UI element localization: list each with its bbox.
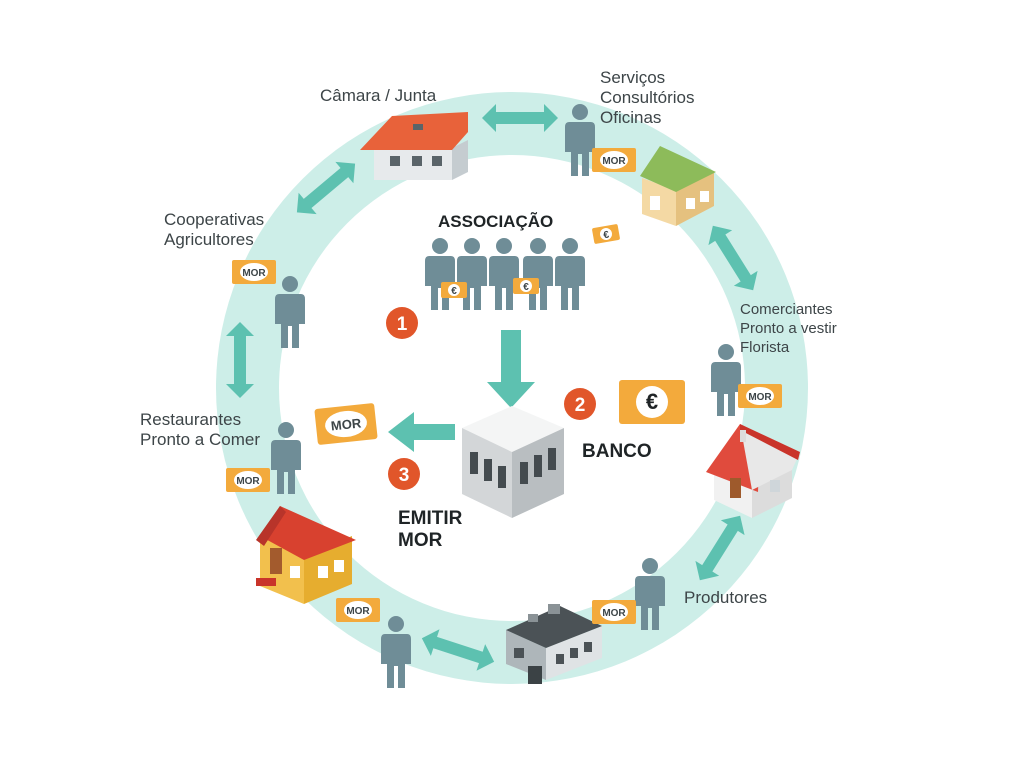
euro-note-2: € bbox=[451, 286, 457, 297]
mor-note-restaurantes-bottom: MOR bbox=[346, 606, 370, 617]
camara-house-icon bbox=[360, 112, 468, 180]
cooperativas-label-line1: Cooperativas bbox=[164, 210, 264, 230]
cooperativas-label-line2: Agricultores bbox=[164, 230, 264, 250]
euro-note-bank: € bbox=[646, 389, 658, 414]
mor-note-servicos: MOR bbox=[602, 156, 626, 167]
servicos-label-line3: Oficinas bbox=[600, 108, 695, 128]
bank-label: BANCO bbox=[582, 442, 652, 462]
step-1-number: 1 bbox=[397, 314, 408, 335]
mor-note-restaurantes: MOR bbox=[236, 476, 260, 487]
comerciantes-label-line2: Pronto a vestir bbox=[740, 319, 837, 338]
issue-mor-line1: EMITIR bbox=[398, 508, 462, 530]
camara-label-line1: Câmara / Junta bbox=[320, 86, 436, 106]
mor-note-comerciantes: MOR bbox=[748, 392, 772, 403]
servicos-label-line1: Serviços bbox=[600, 68, 695, 88]
servicos-label: Serviços Consultórios Oficinas bbox=[600, 68, 695, 128]
step-1-badge: 1 bbox=[386, 307, 418, 339]
step-3-number: 3 bbox=[399, 465, 410, 486]
mor-note-produtores: MOR bbox=[602, 608, 626, 619]
step-2-number: 2 bbox=[575, 395, 586, 416]
association-title: ASSOCIAÇÃO bbox=[438, 212, 553, 232]
issue-mor-line2: MOR bbox=[398, 530, 462, 552]
euro-note-3: € bbox=[523, 282, 529, 293]
comerciantes-label-line1: Comerciantes bbox=[740, 300, 837, 319]
cooperativas-label: Cooperativas Agricultores bbox=[164, 210, 264, 250]
produtores-label-line1: Produtores bbox=[684, 588, 767, 608]
camara-label: Câmara / Junta bbox=[320, 86, 436, 106]
step-3-badge: 3 bbox=[388, 458, 420, 490]
restaurantes-label-line1: Restaurantes bbox=[140, 410, 260, 430]
restaurantes-label: Restaurantes Pronto a Comer bbox=[140, 410, 260, 450]
servicos-label-line2: Consultórios bbox=[600, 88, 695, 108]
comerciantes-label-line3: Florista bbox=[740, 338, 837, 357]
restaurantes-label-line2: Pronto a Comer bbox=[140, 430, 260, 450]
comerciantes-label: Comerciantes Pronto a vestir Florista bbox=[740, 300, 837, 357]
issue-mor-label: EMITIR MOR bbox=[398, 508, 462, 552]
produtores-label: Produtores bbox=[684, 588, 767, 608]
mor-note-cooperativas: MOR bbox=[242, 268, 266, 279]
step-2-badge: 2 bbox=[564, 388, 596, 420]
